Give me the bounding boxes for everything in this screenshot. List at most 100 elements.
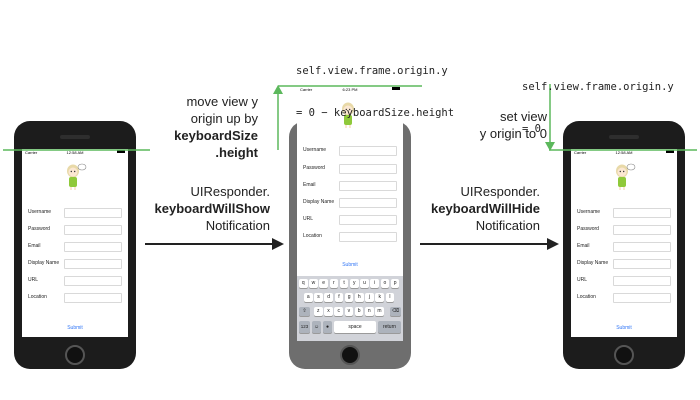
field-label: Username	[28, 209, 52, 215]
key-o[interactable]: o	[380, 279, 390, 288]
form-row-url: URL	[28, 276, 122, 286]
key-e[interactable]: e	[319, 279, 328, 288]
return-key[interactable]: return	[378, 321, 401, 333]
field-label: Display Name	[28, 260, 60, 266]
caption-line: move view y	[186, 94, 258, 109]
url-field[interactable]	[64, 276, 122, 286]
key-c[interactable]: c	[334, 307, 343, 316]
display-name-field[interactable]	[64, 259, 122, 269]
display-name-field[interactable]	[613, 259, 671, 269]
location-field[interactable]	[64, 293, 122, 303]
green-down-arrow-head	[545, 142, 555, 151]
home-button[interactable]	[65, 345, 85, 365]
key-y[interactable]: y	[350, 279, 359, 288]
location-field[interactable]	[339, 232, 397, 242]
field-label: Location	[28, 294, 47, 300]
keyboard-will-show-caption: UIResponder. keyboardWillShow Notificati…	[100, 183, 270, 234]
field-label: Email	[303, 182, 316, 188]
speaker-icon	[60, 135, 90, 139]
status-bar: Carrier 12:58 AM	[22, 149, 128, 155]
key-m[interactable]: m	[375, 307, 384, 316]
url-field[interactable]	[339, 215, 397, 225]
mic-key[interactable]: ●	[323, 321, 332, 333]
battery-icon	[117, 150, 125, 153]
caption-bold: keyboardSize	[174, 128, 258, 143]
field-label: Password	[28, 226, 50, 232]
location-field[interactable]	[613, 293, 671, 303]
status-time: 12:58 AM	[66, 150, 84, 155]
key-i[interactable]: i	[370, 279, 379, 288]
key-v[interactable]: v	[344, 307, 354, 316]
shift-key[interactable]: ⇧	[299, 307, 310, 316]
form-row-display-name: Display Name	[303, 198, 397, 208]
home-button[interactable]	[614, 345, 634, 365]
form-row-email: Email	[28, 242, 122, 252]
key-a[interactable]: a	[304, 293, 313, 302]
delete-key[interactable]: ⌫	[390, 307, 401, 316]
caption-bold: keyboardWillShow	[154, 201, 270, 216]
form-row-username: Username	[577, 208, 671, 218]
email-field[interactable]	[64, 242, 122, 252]
caption-line: y origin to 0	[479, 126, 547, 141]
key-x[interactable]: x	[324, 307, 333, 316]
emoji-key[interactable]: ☺	[312, 321, 321, 333]
form-row-display-name: Display Name	[577, 259, 671, 269]
password-field[interactable]	[613, 225, 671, 235]
space-key[interactable]: space	[334, 321, 376, 333]
password-field[interactable]	[339, 164, 397, 174]
key-k[interactable]: k	[375, 293, 384, 302]
key-l[interactable]: l	[385, 293, 395, 302]
display-name-field[interactable]	[339, 198, 397, 208]
email-field[interactable]	[339, 181, 397, 191]
key-b[interactable]: b	[354, 307, 364, 316]
form-row-email: Email	[303, 181, 397, 191]
submit-button[interactable]: Submit	[616, 325, 632, 331]
username-field[interactable]	[613, 208, 671, 218]
form-row-username: Username	[28, 208, 122, 218]
caption-line: keyboardWillHide	[370, 200, 540, 217]
key-r[interactable]: r	[329, 279, 339, 288]
field-label: Location	[303, 233, 322, 239]
submit-button[interactable]: Submit	[67, 325, 83, 331]
username-field[interactable]	[64, 208, 122, 218]
keyboard-will-hide-caption: UIResponder. keyboardWillHide Notificati…	[370, 183, 540, 234]
caption-line: .height	[98, 144, 258, 161]
move-view-caption: move view y origin up by keyboardSize .h…	[98, 93, 258, 161]
key-p[interactable]: p	[390, 279, 400, 288]
key-d[interactable]: d	[324, 293, 333, 302]
password-field[interactable]	[64, 225, 122, 235]
url-field[interactable]	[613, 276, 671, 286]
numbers-key[interactable]: 123	[299, 321, 310, 333]
email-field[interactable]	[613, 242, 671, 252]
carrier-label: Carrier	[300, 87, 313, 92]
code-line: = 0	[522, 123, 541, 135]
form-row-location: Location	[28, 293, 122, 303]
key-u[interactable]: u	[360, 279, 369, 288]
key-f[interactable]: f	[334, 293, 344, 302]
key-g[interactable]: g	[344, 293, 354, 302]
right-phone-screen: Carrier 12:58 AM Username Password Email…	[571, 149, 677, 337]
home-button[interactable]	[340, 345, 360, 365]
avatar-icon	[67, 163, 87, 190]
code-line: = 0 − keyboardSize.height	[296, 107, 455, 119]
username-field[interactable]	[339, 146, 397, 156]
key-t[interactable]: t	[339, 279, 349, 288]
field-label: Username	[577, 209, 601, 215]
key-j[interactable]: j	[365, 293, 374, 302]
key-q[interactable]: q	[299, 279, 308, 288]
carrier-label: Carrier	[574, 150, 587, 155]
key-w[interactable]: w	[309, 279, 318, 288]
key-z[interactable]: z	[314, 307, 323, 316]
key-n[interactable]: n	[365, 307, 374, 316]
field-label: URL	[577, 277, 588, 283]
form-row-location: Location	[303, 232, 397, 242]
key-h[interactable]: h	[355, 293, 364, 302]
key-s[interactable]: s	[314, 293, 323, 302]
code-line: self.view.frame.origin.y	[296, 65, 448, 77]
field-label: Email	[577, 243, 590, 249]
form-row-email: Email	[577, 242, 671, 252]
field-label: Location	[577, 294, 596, 300]
green-up-arrow-head	[273, 85, 283, 94]
submit-button[interactable]: Submit	[342, 262, 358, 268]
